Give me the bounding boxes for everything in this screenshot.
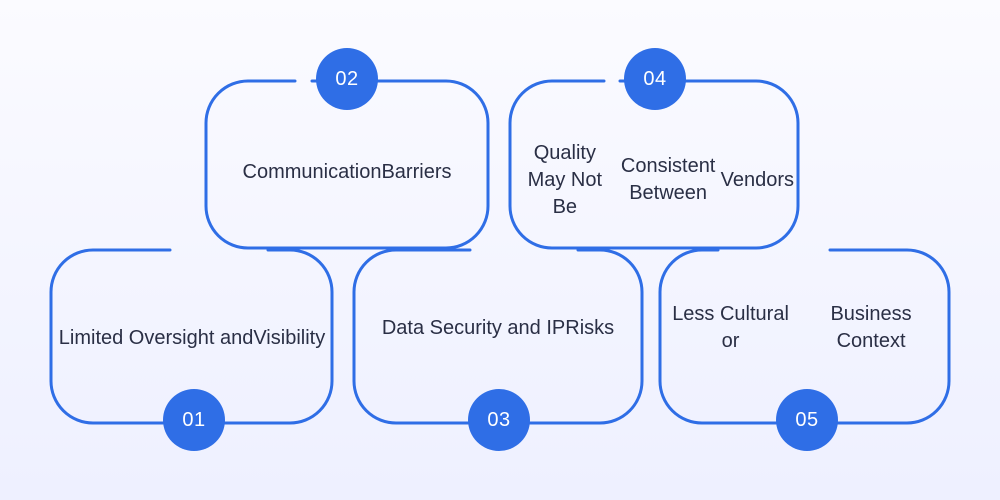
card-text-01: Limited Oversight and Visibility [56,300,328,376]
badge-04: 04 [624,48,686,110]
badge-02: 02 [316,48,378,110]
card-03-line-2: Risks [565,316,615,339]
card-02-line-1: Communication [242,160,382,183]
card-04-line-3: Vendors [720,168,794,191]
card-04-line-1: Quality May Not Be [527,141,603,218]
card-01-line-2: Visibility [253,326,326,349]
card-outline-02 [204,79,490,250]
card-04-line-2: Consistent Between [620,155,716,204]
badge-01: 01 [163,389,225,451]
badge-05: 05 [776,389,838,451]
card-01-line-1: Limited Oversight and [58,326,254,349]
badge-03: 03 [468,389,530,451]
card-05-line-1: Less Cultural or [672,303,789,352]
card-03-line-1: Data Security and IP [381,316,566,339]
card-outline-04 [508,79,800,250]
card-05-line-2: Business Context [830,303,912,352]
card-text-03: Data Security and IP Risks [358,290,638,366]
card-text-04: Quality May Not Be Consistent Between Ve… [514,130,794,230]
card-02-line-2: Barriers [381,160,452,183]
card-text-02: Communication Barriers [210,134,484,210]
card-text-05: Less Cultural or Business Context [664,290,945,366]
